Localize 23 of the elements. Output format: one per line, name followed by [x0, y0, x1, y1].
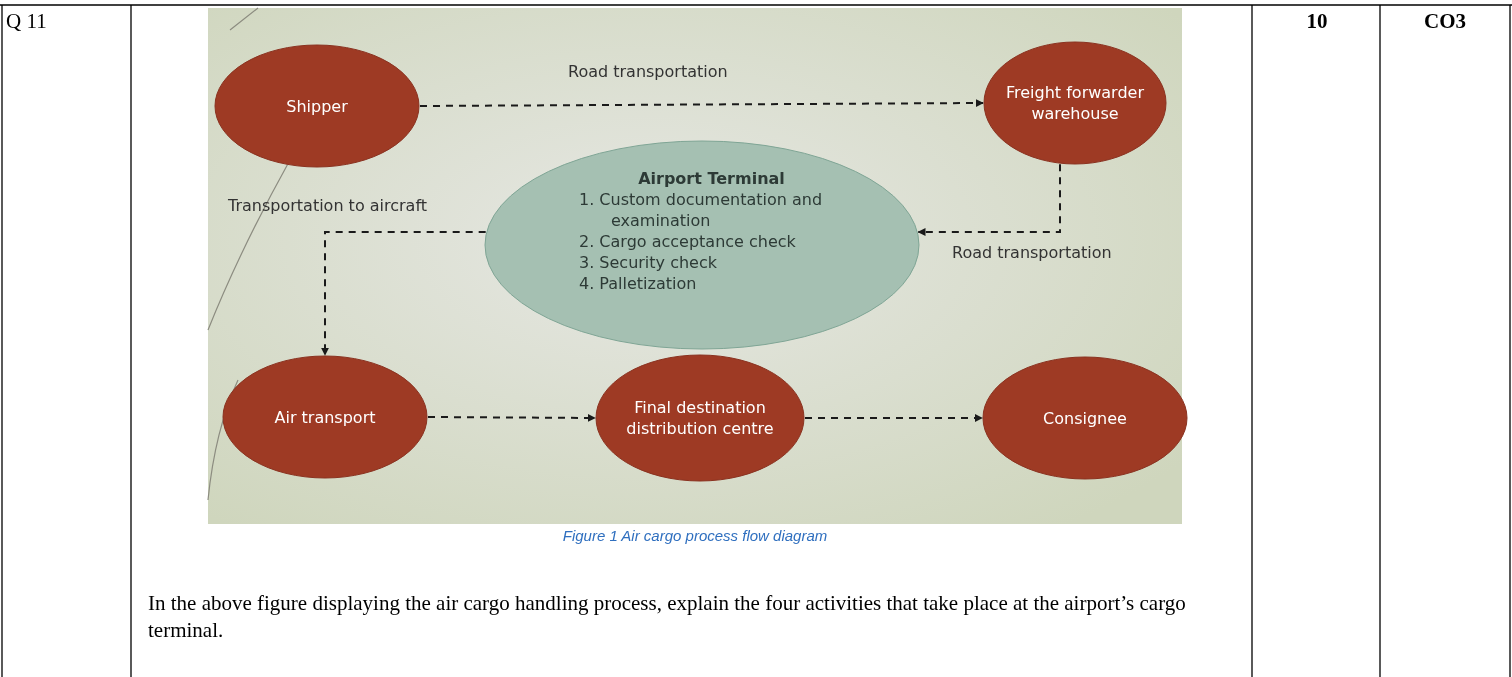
marks-value: 10: [1305, 8, 1329, 35]
node-label: Freight forwarder warehouse: [1005, 82, 1145, 124]
edge-label: Transportation to aircraft: [228, 196, 428, 215]
dashed-arrow: [427, 413, 596, 422]
question-text: In the above figure displaying the air cargo handling process, explain the four activities that take place at the airport’s cargo terminal.: [148, 590, 1187, 644]
edge-label: Road transportation: [952, 243, 1112, 262]
list-item: 3. Security check: [579, 252, 718, 273]
node-label: Air transport: [273, 406, 377, 428]
dashed-arrow: [321, 231, 487, 356]
list-item: 2. Cargo acceptance check: [579, 231, 797, 252]
dashed-arrow: [419, 99, 984, 108]
node-heading: Airport Terminal: [637, 168, 786, 189]
figure-caption: Figure 1 Air cargo process flow diagram: [561, 527, 829, 544]
edge-label: Road transportation: [568, 62, 728, 81]
list-item: 1. Custom documentation and examination: [579, 189, 824, 231]
list-item: 4. Palletization: [579, 273, 698, 294]
dashed-arrow: [804, 414, 983, 422]
dashed-arrow: [917, 163, 1061, 236]
node-label: Shipper: [285, 95, 349, 117]
node-label: Final destination distribution centre: [625, 397, 775, 439]
question-number: Q 11: [6, 8, 48, 35]
course-outcome: CO3: [1423, 8, 1467, 35]
node-label: Consignee: [1042, 407, 1128, 429]
